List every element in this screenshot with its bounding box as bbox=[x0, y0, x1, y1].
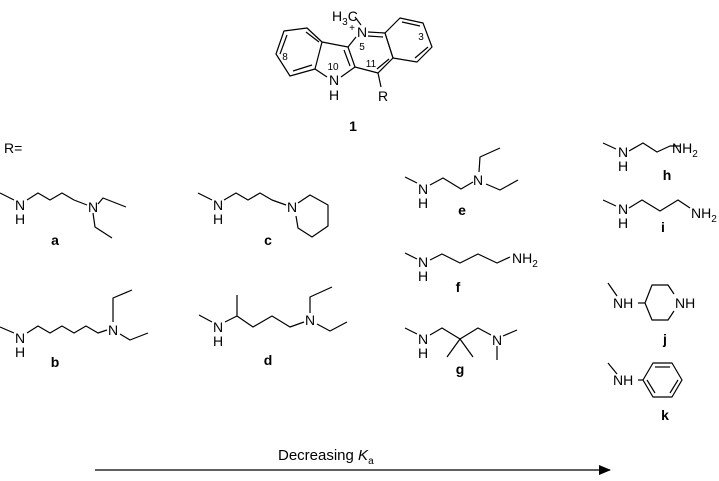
atom-n: N bbox=[492, 332, 502, 348]
atom-n: N bbox=[213, 319, 223, 335]
atom-n: N bbox=[618, 201, 628, 217]
atom-n: N bbox=[88, 199, 98, 215]
atom-n: N bbox=[473, 172, 483, 188]
atom-h: H bbox=[213, 333, 223, 349]
atom-h: H bbox=[618, 215, 628, 231]
atom-n: N bbox=[287, 199, 297, 215]
substituent-r: R bbox=[378, 88, 388, 104]
compound-label-f: f bbox=[456, 279, 461, 295]
compound-number-1: 1 bbox=[349, 118, 357, 134]
positive-charge: + bbox=[349, 23, 355, 34]
compound-label-k: k bbox=[661, 407, 669, 423]
atom-n: N bbox=[618, 144, 628, 160]
atom-n: N bbox=[418, 331, 428, 347]
ka-trend-arrow: Decreasing Ka bbox=[95, 447, 611, 475]
atom-nh: NH bbox=[613, 372, 633, 388]
indole-hydrogen: H bbox=[329, 87, 339, 103]
compound-label-e: e bbox=[458, 202, 466, 218]
atom-n: N bbox=[108, 322, 118, 338]
substituent-e: N H N e bbox=[404, 147, 519, 218]
r-equals-label: R= bbox=[4, 140, 22, 156]
compound-label-j: j bbox=[662, 331, 667, 347]
atom-n: N bbox=[15, 330, 25, 346]
ring-nitrogen: N bbox=[357, 24, 367, 40]
atom-n: N bbox=[305, 312, 315, 328]
position-5: 5 bbox=[359, 42, 365, 53]
atom-n: N bbox=[15, 197, 25, 213]
substituent-i: N H NH2 i bbox=[602, 199, 717, 235]
substituent-a: N H N a bbox=[0, 192, 127, 248]
atom-n: N bbox=[418, 254, 428, 270]
atom-n: N bbox=[213, 197, 223, 213]
position-3: 3 bbox=[418, 32, 424, 43]
atom-h: H bbox=[418, 268, 428, 284]
substituent-k: NH k bbox=[607, 362, 683, 423]
atom-h: H bbox=[418, 345, 428, 361]
position-8: 8 bbox=[282, 52, 288, 63]
compound-label-h: h bbox=[663, 167, 672, 183]
amine-nh2: NH2 bbox=[512, 250, 538, 270]
substituent-j: NH NH j bbox=[607, 282, 695, 347]
substituent-d: N H N d bbox=[198, 286, 348, 368]
substituent-b: N H N b bbox=[0, 289, 149, 370]
atom-h: H bbox=[418, 195, 428, 211]
atom-h: H bbox=[618, 158, 628, 174]
substituent-f: N H NH2 f bbox=[404, 250, 538, 295]
position-10: 10 bbox=[327, 62, 339, 73]
compound-label-d: d bbox=[264, 352, 273, 368]
amine-nh2: NH2 bbox=[672, 140, 698, 160]
substituent-h: N H NH2 h bbox=[602, 140, 698, 183]
atom-h: H bbox=[15, 211, 25, 227]
atom-nh: NH bbox=[675, 295, 695, 311]
atom-nh: NH bbox=[613, 295, 633, 311]
compound-label-g: g bbox=[456, 361, 465, 377]
substituent-g: N H N g bbox=[404, 327, 518, 377]
atom-h: H bbox=[213, 211, 223, 227]
compound-label-b: b bbox=[51, 354, 60, 370]
core-structure-1: H3C + N N H R 3 5 8 10 11 1 bbox=[275, 8, 433, 134]
atom-h: H bbox=[15, 344, 25, 360]
atom-n: N bbox=[418, 181, 428, 197]
substituent-c: N H N c bbox=[197, 192, 329, 248]
methyl-label: H3C bbox=[332, 8, 358, 28]
compound-label-a: a bbox=[51, 232, 59, 248]
indole-nitrogen: N bbox=[329, 72, 339, 88]
position-11: 11 bbox=[366, 59, 377, 70]
amine-nh2: NH2 bbox=[691, 205, 717, 225]
compound-label-c: c bbox=[264, 232, 272, 248]
arrow-label: Decreasing Ka bbox=[278, 447, 374, 467]
compound-label-i: i bbox=[661, 219, 665, 235]
